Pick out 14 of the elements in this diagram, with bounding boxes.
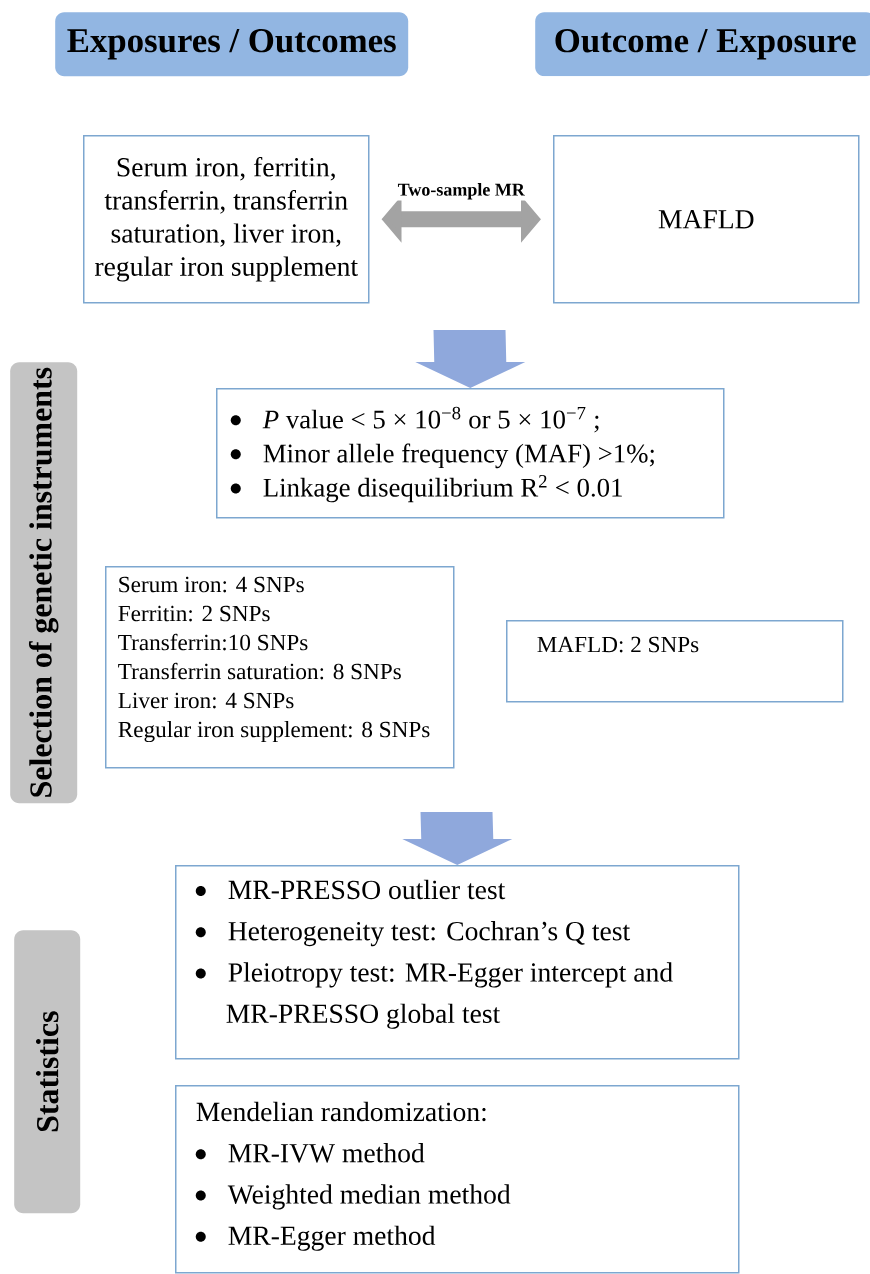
edge-label: Two-sample MR bbox=[397, 183, 525, 200]
section-band: Selection of genetic instruments bbox=[10, 362, 78, 804]
exposure-box: Serum iron, ferritin, transferrin, transferrin saturation, liver iron, regular iron supplement bbox=[83, 135, 370, 304]
block-arrow bbox=[415, 330, 526, 388]
header-tab: Outcome / Exposure bbox=[535, 12, 870, 77]
criteria-box: P value < 5 × 10$^{−8}$ or 5 × 10$^{−7}$ ; Minor allele frequency (MAF) >1%; Linkage disequilibrium R$^{2}$ < 0.01 bbox=[216, 388, 725, 519]
test-list-box: MR-PRESSO outlier test Heterogeneity test: Cochran’s Q test Pleiotropy test: MR-Egger intercept and MR-PRESSO global test bbox=[175, 865, 740, 1060]
outcome-box: MAFLD bbox=[553, 135, 860, 304]
block-arrow bbox=[402, 812, 513, 865]
snp-list-box: Serum iron: 4 SNPs Ferritin: 2 SNPs Transferrin:10 SNPs Transferrin saturation: 8 SNPs Liver iron: 4 SNPs Regular iron supplement: 8 SNPs bbox=[105, 566, 455, 769]
snp-count-box: MAFLD: 2 SNPs bbox=[506, 620, 844, 703]
header-tab: Exposures / Outcomes bbox=[55, 12, 409, 77]
section-band: Statistics bbox=[14, 930, 81, 1214]
method-list-box: Mendelian randomization: MR-IVW method Weighted median method MR-Egger method bbox=[175, 1085, 740, 1274]
